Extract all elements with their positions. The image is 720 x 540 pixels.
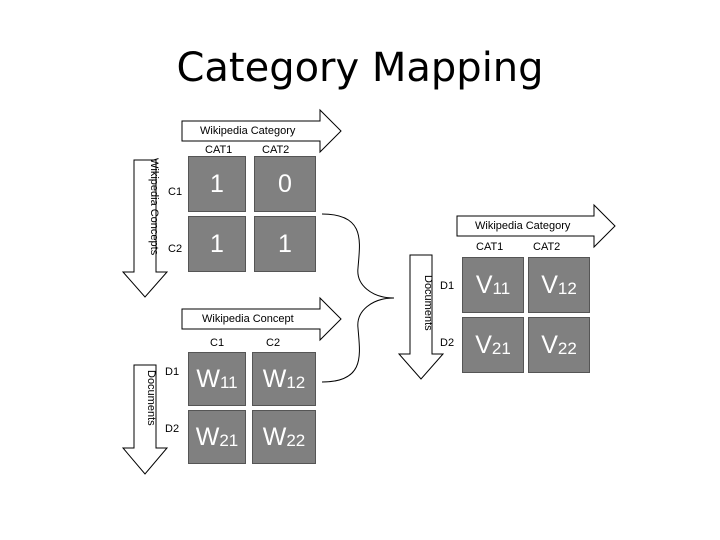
matrix1-row-header: C1 xyxy=(168,186,183,198)
matrix3-row-header: D2 xyxy=(440,337,455,349)
matrix3-col-header: CAT1 xyxy=(476,241,504,253)
matrix1-side-axis-label: Wikipedia Concepts xyxy=(148,158,160,256)
matrix1-col-header: CAT1 xyxy=(205,144,233,156)
matrix1-col-header: CAT2 xyxy=(262,144,290,156)
merge-bracket xyxy=(321,213,395,383)
matrix1-cell: 1 xyxy=(254,216,316,272)
page-title: Category Mapping xyxy=(176,45,544,91)
matrix2-row-header: D2 xyxy=(165,423,180,435)
matrix1-cell: 1 xyxy=(188,216,246,272)
matrix2-top-arrow xyxy=(181,296,342,342)
matrix3-top-arrow xyxy=(456,203,616,249)
matrix2-side-arrow xyxy=(121,364,169,475)
matrix1-cell: 0 xyxy=(254,156,316,212)
matrix1-cell: 1 xyxy=(188,156,246,212)
matrix3-side-axis-label: Documents xyxy=(422,275,434,331)
matrix3-row-header: D1 xyxy=(440,280,455,292)
matrix3-side-arrow xyxy=(397,254,445,380)
matrix1-top-axis-label: Wikipedia Category xyxy=(200,125,296,137)
matrix1-top-arrow xyxy=(181,108,342,154)
matrix2-col-header: C2 xyxy=(266,337,281,349)
matrix1-row-header: C2 xyxy=(168,243,183,255)
matrix2-side-axis-label: Documents xyxy=(145,370,157,426)
matrix3-top-axis-label: Wikipedia Category xyxy=(475,220,571,232)
matrix1-side-arrow xyxy=(121,159,169,298)
matrix2-col-header: C1 xyxy=(210,337,225,349)
matrix2-row-header: D1 xyxy=(165,366,180,378)
matrix3-col-header: CAT2 xyxy=(533,241,561,253)
matrix2-top-axis-label: Wikipedia Concept xyxy=(202,313,294,325)
